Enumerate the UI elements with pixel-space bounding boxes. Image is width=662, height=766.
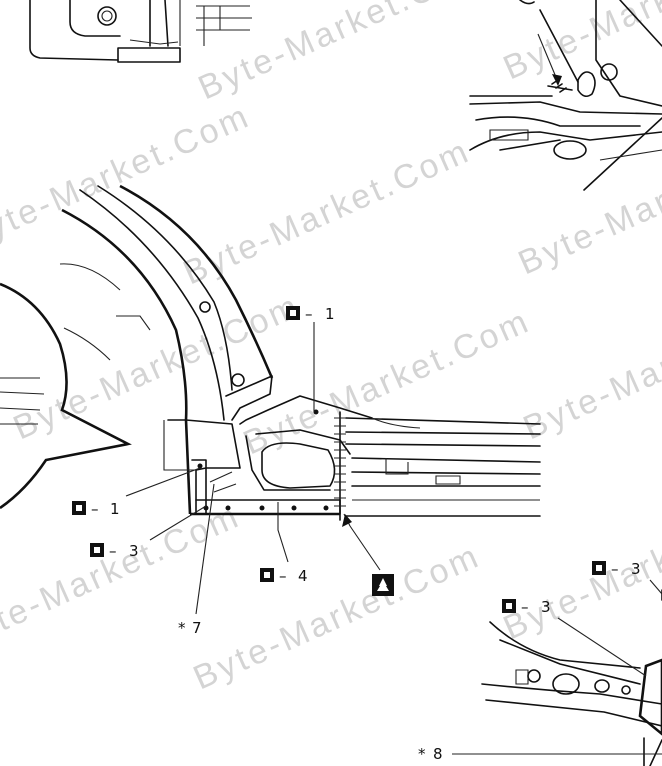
callout-part-3-right-upper: – 3 [592, 560, 641, 578]
detail-bubble-left [0, 282, 132, 510]
callout-label: 7 [192, 619, 202, 637]
callout-label: 4 [298, 567, 308, 585]
arrowheads [342, 74, 562, 527]
svg-text:–: – [611, 560, 619, 578]
callout-label: 3 [129, 542, 139, 560]
callout-label: 1 [110, 500, 120, 518]
callout-label: 3 [631, 560, 641, 578]
svg-text:–: – [279, 567, 287, 585]
svg-text:–: – [521, 598, 529, 616]
watermark-1: Byte-Market.Com [193, 0, 491, 107]
watermark-layer: Byte-Market.Com Byte-Market.Com Byte-Mar… [0, 0, 662, 697]
asterisk-icon: * [178, 619, 186, 637]
watermark-4: Byte-Market.Com [498, 0, 662, 87]
callout-part-4: – 4 [260, 567, 308, 585]
svg-text:–: – [91, 500, 99, 518]
watermark-2: Byte-Market.Com [0, 97, 256, 258]
watermark-3: Byte-Market.Com [178, 132, 476, 293]
asterisk-icon: * [418, 745, 426, 763]
callout-part-1-lower: – 1 [72, 500, 120, 518]
callout-sealer-symbol [372, 574, 394, 596]
callout-label: 3 [541, 598, 551, 616]
callout-star-7: * 7 [178, 619, 202, 637]
arrow-weld-point [342, 514, 352, 527]
bracket-detail-top-left [29, 0, 252, 63]
callout-part-3-right-lower: – 3 [502, 598, 551, 616]
arrow-top-right [552, 74, 562, 86]
callout-star-8: * 8 [418, 745, 443, 763]
watermark-5: Byte-Market.Com [513, 122, 662, 283]
callout-label: 1 [325, 305, 335, 323]
callout-label: 8 [433, 745, 443, 763]
svg-text:–: – [305, 305, 313, 323]
callout-part-1-upper: – 1 [286, 305, 335, 323]
leader-lines [125, 33, 662, 755]
lower-panel-detail-bottom-right [481, 589, 662, 766]
watermark-10: Byte-Market.Com [188, 537, 486, 698]
svg-text:–: – [109, 542, 117, 560]
clamp-detail-top-right [469, 0, 662, 191]
pillar-rocker-assembly [59, 184, 541, 521]
callout-part-3-left: – 3 [90, 542, 139, 560]
